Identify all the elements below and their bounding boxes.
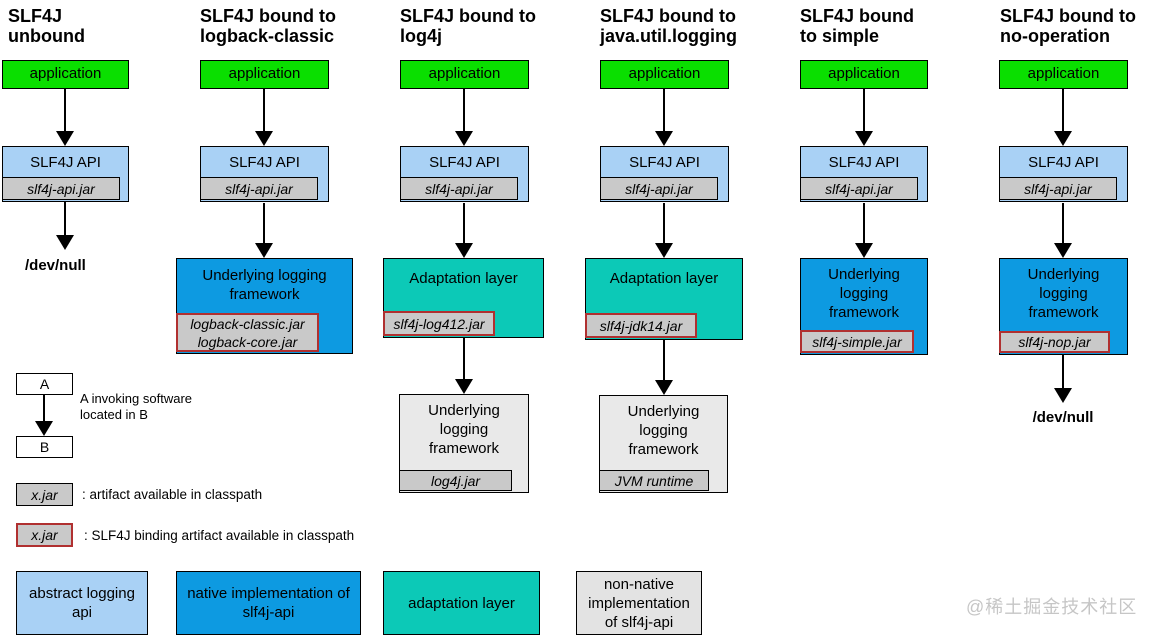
slf4j-api-label: SLF4J API: [229, 154, 300, 171]
adaptation-layer-box: Adaptation layer slf4j-log412.jar: [383, 258, 544, 338]
arrow-down-icon: [1054, 89, 1072, 146]
slf4j-api-box: SLF4J API slf4j-api.jar: [999, 146, 1128, 202]
slf4j-api-box: SLF4J API slf4j-api.jar: [200, 146, 329, 202]
key-non-native-implementation: non-native implementation of slf4j-api: [576, 571, 702, 635]
slf4j-api-jar: slf4j-api.jar: [2, 177, 120, 200]
arrow-down-icon: [255, 89, 273, 146]
arrow-down-icon: [255, 203, 273, 258]
arrow-down-icon: [655, 340, 673, 395]
framework-label: Underlying logging framework: [202, 267, 327, 303]
key-native-implementation: native implementation of slf4j-api: [176, 571, 361, 635]
framework-label: Underlying logging framework: [627, 403, 700, 458]
binding-jar: slf4j-jdk14.jar: [585, 313, 697, 338]
title-line: log4j: [400, 26, 443, 46]
slf4j-api-jar: slf4j-api.jar: [800, 177, 918, 200]
title-line: to simple: [800, 26, 880, 46]
column-title-logback: SLF4J bound to logback-classic: [200, 6, 336, 46]
underlying-framework-box: Underlying logging framework JVM runtime: [599, 395, 728, 493]
title-line: SLF4J bound to: [1000, 6, 1136, 26]
watermark: @稀土掘金技术社区: [966, 597, 1138, 617]
legend-box-a: A: [16, 373, 73, 395]
framework-label: Underlying logging framework: [428, 402, 500, 457]
title-line: SLF4J bound to: [400, 6, 536, 26]
arrow-down-icon: [1054, 203, 1072, 258]
application-box: application: [800, 60, 928, 89]
slf4j-api-jar: slf4j-api.jar: [200, 177, 318, 200]
title-line: java.util.logging: [600, 26, 738, 46]
jar-line: logback-classic.jar: [190, 315, 305, 332]
arrow-down-icon: [35, 395, 53, 436]
key-adaptation-layer: adaptation layer: [383, 571, 540, 635]
adaptation-layer-box: Adaptation layer slf4j-jdk14.jar: [585, 258, 743, 340]
slf4j-api-box: SLF4J API slf4j-api.jar: [2, 146, 129, 202]
framework-jar: log4j.jar: [399, 470, 512, 491]
adaptation-label: Adaptation layer: [409, 270, 518, 287]
column-title-jul: SLF4J bound to java.util.logging: [600, 6, 737, 46]
column-title-unbound: SLF4J unbound: [8, 6, 85, 46]
arrow-down-icon: [855, 89, 873, 146]
title-line: SLF4J bound to: [600, 6, 736, 26]
column-title-nop: SLF4J bound to no-operation: [1000, 6, 1136, 46]
arrow-down-icon: [56, 89, 74, 146]
legend-jar-binding: x.jar: [16, 523, 73, 547]
framework-label: Underlying logging framework: [1027, 266, 1100, 321]
title-line: logback-classic: [200, 26, 335, 46]
arrow-down-icon: [455, 89, 473, 146]
arrow-down-icon: [455, 203, 473, 258]
arrow-down-icon: [855, 203, 873, 258]
column-title-log4j: SLF4J bound to log4j: [400, 6, 536, 46]
arrow-down-icon: [56, 202, 74, 250]
title-line: SLF4J: [8, 6, 63, 26]
column-title-simple: SLF4J bound to simple: [800, 6, 914, 46]
underlying-framework-box: Underlying logging framework slf4j-nop.j…: [999, 258, 1128, 355]
slf4j-api-box: SLF4J API slf4j-api.jar: [800, 146, 928, 202]
slf4j-api-jar: slf4j-api.jar: [999, 177, 1117, 200]
binding-jar: slf4j-log412.jar: [383, 311, 495, 336]
binding-jar: slf4j-nop.jar: [999, 331, 1110, 353]
binding-jar: slf4j-simple.jar: [800, 330, 914, 353]
key-abstract-logging-api: abstract logging api: [16, 571, 148, 635]
slf4j-api-label: SLF4J API: [828, 154, 900, 171]
title-line: unbound: [8, 26, 85, 46]
slf4j-api-jar: slf4j-api.jar: [400, 177, 518, 200]
underlying-framework-box: Underlying logging framework log4j.jar: [399, 394, 529, 493]
application-box: application: [2, 60, 129, 89]
jar-line: logback-core.jar: [197, 333, 298, 350]
legend-binding-jar-note: : SLF4J binding artifact available in cl…: [84, 528, 355, 543]
arrow-down-icon: [655, 203, 673, 258]
title-line: SLF4J bound to: [200, 6, 336, 26]
slf4j-api-label: SLF4J API: [30, 154, 101, 171]
framework-jar: JVM runtime: [599, 470, 709, 491]
adaptation-label: Adaptation layer: [609, 270, 719, 287]
dev-null-label: /dev/null: [1032, 409, 1094, 426]
underlying-framework-box: Underlying logging framework logback-cla…: [176, 258, 353, 354]
slf4j-api-box: SLF4J API slf4j-api.jar: [600, 146, 729, 202]
application-box: application: [200, 60, 329, 89]
application-box: application: [600, 60, 729, 89]
arrow-down-icon: [1054, 355, 1072, 403]
application-box: application: [999, 60, 1128, 89]
title-line: no-operation: [1000, 26, 1110, 46]
legend-box-b: B: [16, 436, 73, 458]
slf4j-api-jar: slf4j-api.jar: [600, 177, 718, 200]
slf4j-api-label: SLF4J API: [629, 154, 700, 171]
slf4j-api-box: SLF4J API slf4j-api.jar: [400, 146, 529, 202]
legend-jar-plain: x.jar: [16, 483, 73, 506]
slf4j-api-label: SLF4J API: [1028, 154, 1099, 171]
slf4j-api-label: SLF4J API: [429, 154, 500, 171]
dev-null-label: /dev/null: [25, 257, 86, 274]
arrow-down-icon: [455, 338, 473, 394]
application-box: application: [400, 60, 529, 89]
framework-label: Underlying logging framework: [828, 266, 900, 321]
binding-jar: logback-classic.jar logback-core.jar: [176, 313, 319, 352]
arrow-down-icon: [655, 89, 673, 146]
title-line: SLF4J bound: [800, 6, 914, 26]
legend-jar-note: : artifact available in classpath: [82, 487, 263, 502]
legend-invoke-note: A invoking software located in B: [80, 391, 193, 422]
underlying-framework-box: Underlying logging framework slf4j-simpl…: [800, 258, 928, 355]
